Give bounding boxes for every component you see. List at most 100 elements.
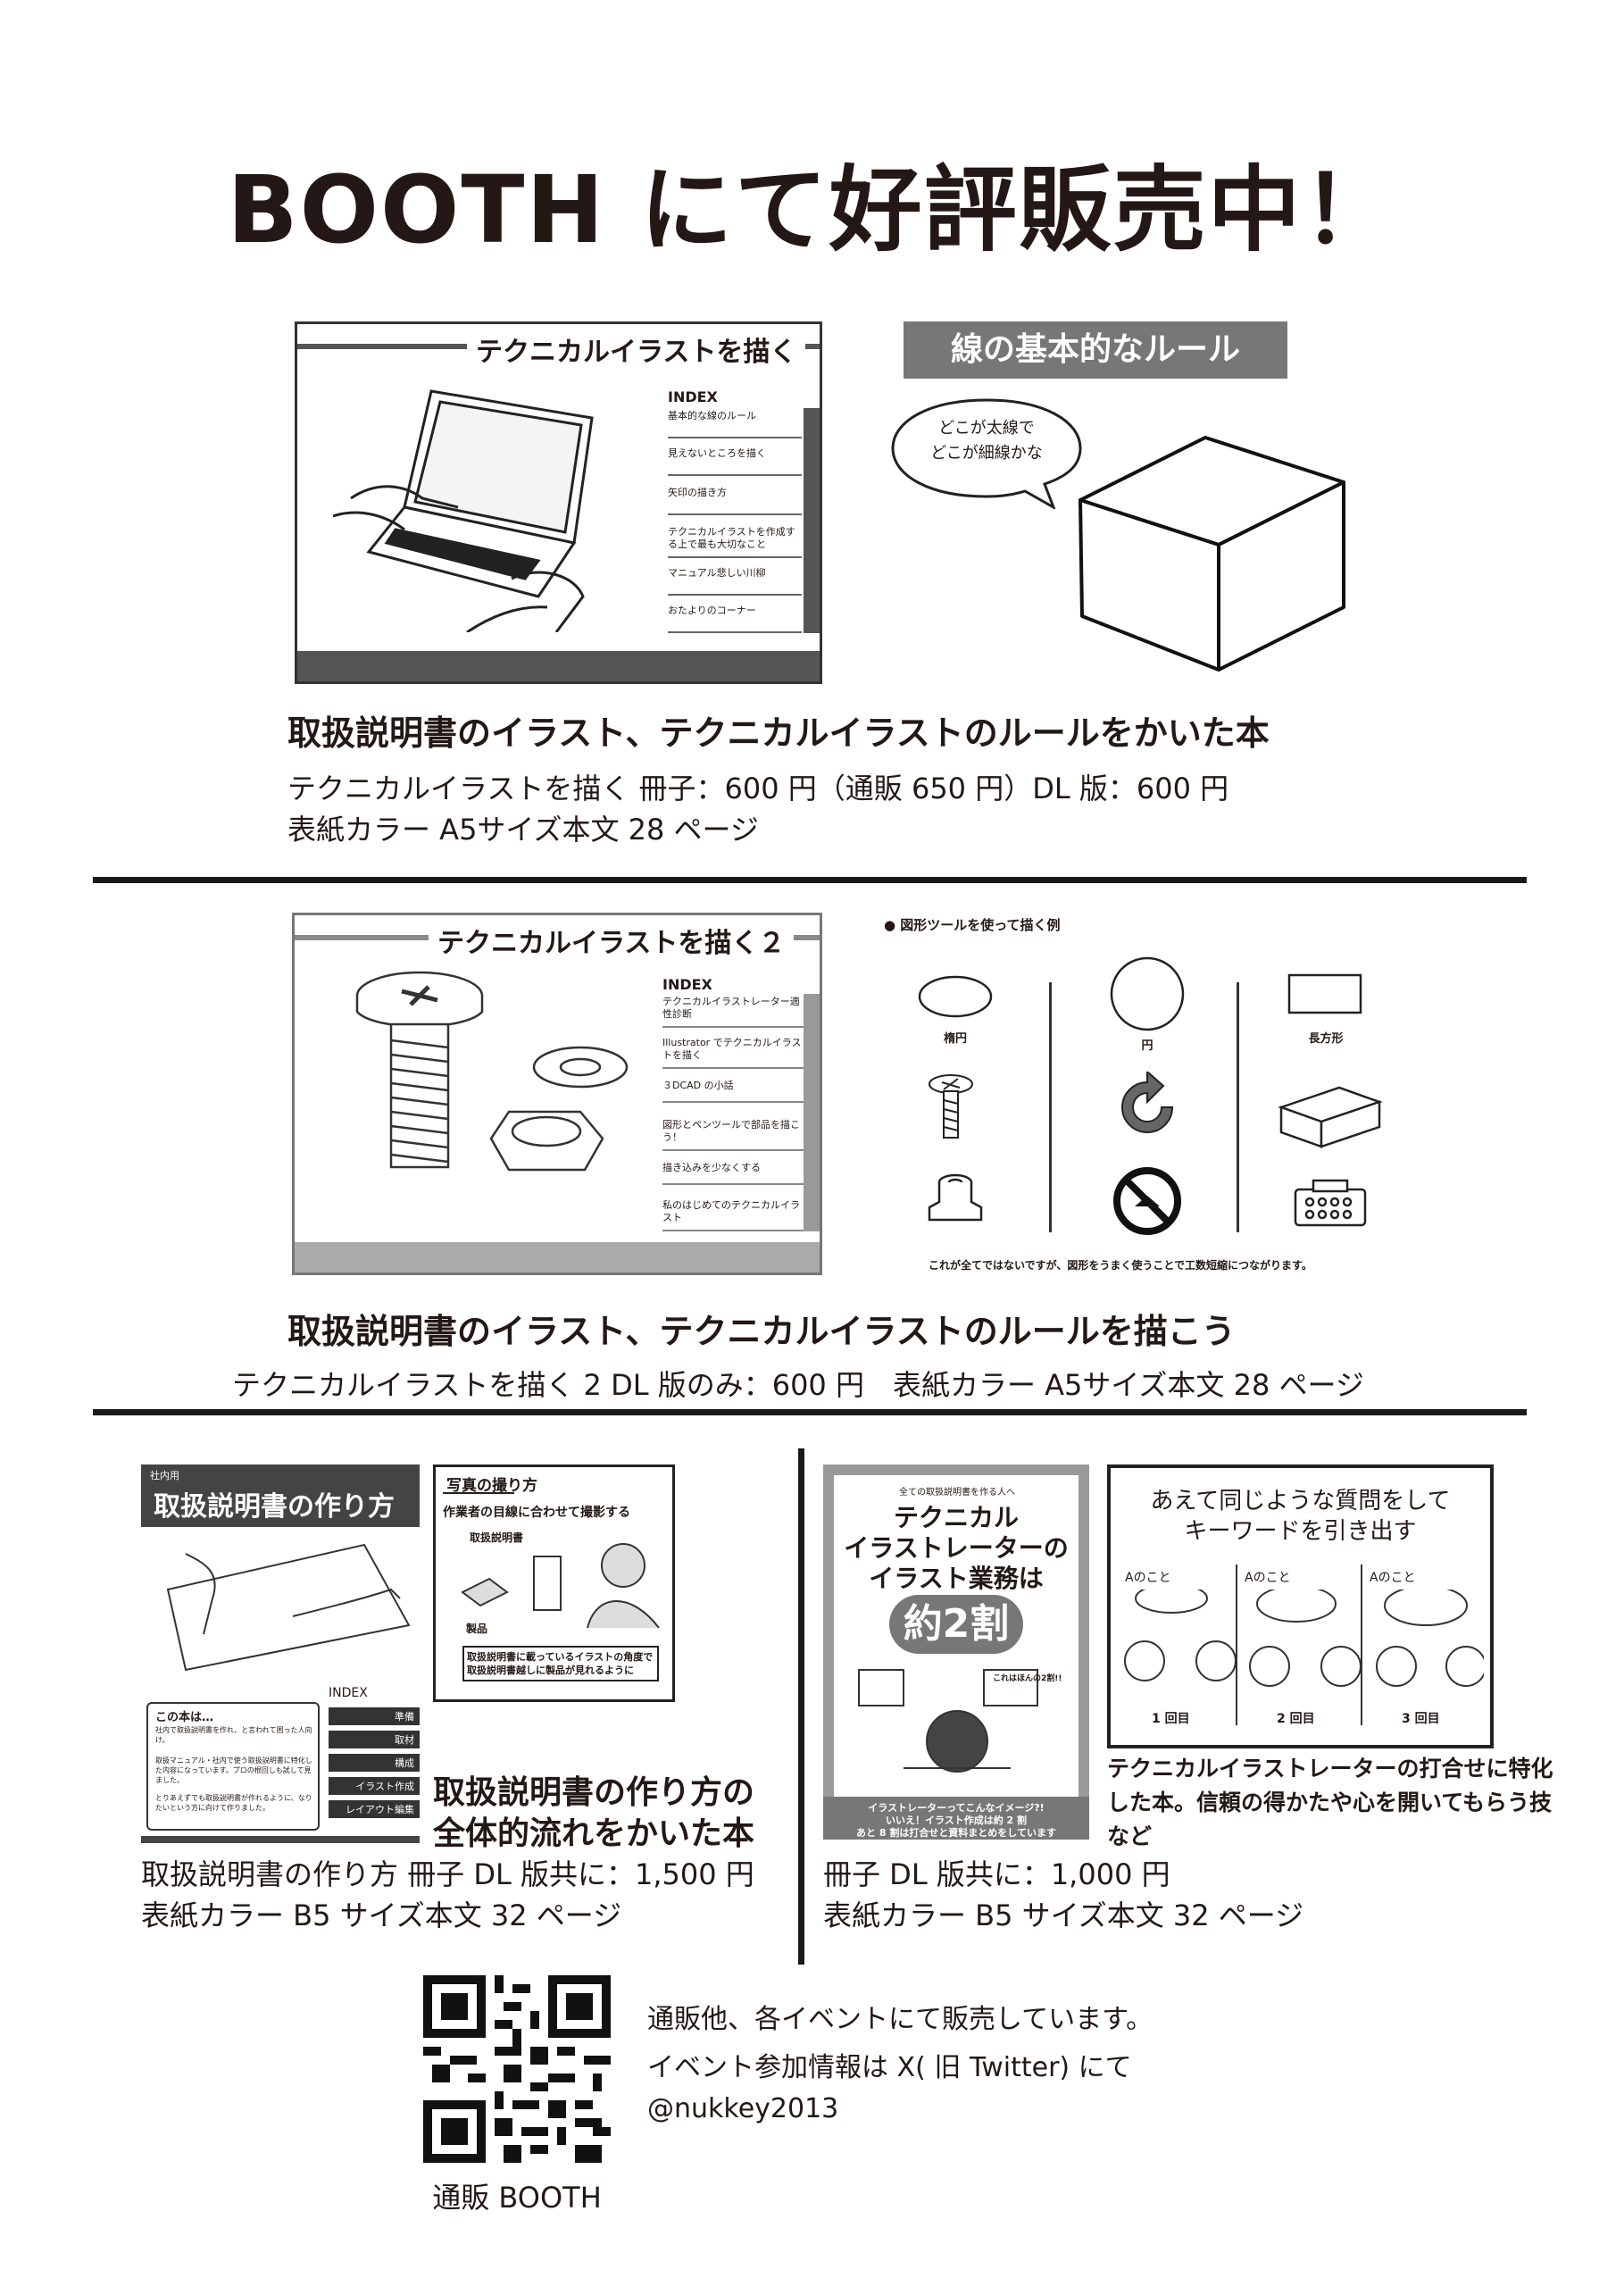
book3-index-item: イラスト作成	[329, 1777, 420, 1795]
book1-heading: 取扱説明書のイラスト、テクニカルイラストのルールをかいた本	[287, 713, 1270, 753]
book2-index-item: テクニカルイラストレーター適性診断	[662, 996, 805, 1028]
book1-index-item: 見えないところを描く	[668, 447, 802, 476]
book4-cover-title: テクニカル	[893, 1503, 1019, 1532]
book3-photo-page: 写真の撮り方 作業者の目線に合わせて撮影する 取扱説明書 製品 取扱説明書に載っ…	[433, 1464, 675, 1702]
shape-label-circle: 円	[1141, 1039, 1153, 1053]
book2-index-item: Illustrator でテクニカルイラストを描く	[662, 1037, 805, 1069]
manga-title-line2: キーワードを引き出す	[1184, 1518, 1417, 1545]
writing-hands-illustration	[166, 1543, 411, 1672]
book3-cover: 社内用 取扱説明書の作り方 INDEX 準備 取材 構成 イラスト作成 レイアウ…	[141, 1464, 420, 1843]
book3-index-item: 取材	[329, 1731, 420, 1748]
manga-speech: Aのこと	[1125, 1571, 1171, 1585]
photo-label-product: 製品	[466, 1623, 488, 1635]
small-screw-icon	[929, 1074, 973, 1139]
manga-panel-label: 3 回目	[1402, 1712, 1440, 1726]
book3-tag: 社内用	[150, 1470, 179, 1481]
book4-desc-line1: 冊子 DL 版共に：1,000 円	[823, 1857, 1170, 1891]
book4-cover-footer: いいえ！イラスト作成は約 2 割	[885, 1815, 1028, 1826]
book4-heading: テクニカルイラストレーターの打合せに特化した本。信頼の得かたや心を開いてもらう技…	[1107, 1756, 1553, 1849]
shape-label-rectangle: 長方形	[1308, 1032, 1344, 1046]
photo-label-manual: 取扱説明書	[470, 1531, 524, 1544]
manga-panel-label: 1 回目	[1152, 1712, 1190, 1726]
circle-shape	[1110, 956, 1185, 1031]
shapes-title: ● 図形ツールを使って描く例	[884, 917, 1061, 933]
ellipse-shape	[918, 975, 993, 1018]
book2-index-item: 描き込みを少なくする	[662, 1162, 805, 1185]
manga-figures	[1124, 1590, 1484, 1687]
book4-desc-line2: 表紙カラー B5 サイズ本文 32 ページ	[823, 1898, 1304, 1932]
book4-cover: 全ての取扱説明書を作る人へ テクニカル イラストレーターの イラスト業務は 約2…	[823, 1464, 1089, 1840]
manga-speech: Aのこと	[1370, 1571, 1416, 1585]
box-shape	[1278, 1086, 1383, 1148]
book4-cover-bubble: これはほんの2割!!	[993, 1674, 1062, 1683]
connector-icon	[1294, 1179, 1367, 1227]
footer-line1: 通販他、各イベントにて販売しています。	[647, 2004, 1153, 2035]
cube-illustration	[1079, 436, 1345, 672]
book1-index-item: マニュアル悲しい川柳	[668, 567, 802, 596]
book2-index-item: 図形とペンツールで部品を描こう！	[662, 1119, 805, 1151]
book1-index-item: おたよりのコーナー	[668, 605, 802, 633]
book4-cover-footer: イラストレーターってこんなイメージ?!	[868, 1802, 1045, 1814]
book3-index-item: 構成	[329, 1754, 420, 1772]
book3-index-item: 準備	[329, 1707, 420, 1725]
book1-cover-title: テクニカルイラストを描く	[467, 330, 806, 369]
screw-nut-illustration	[355, 971, 629, 1172]
book1-index-title: INDEX	[668, 388, 718, 405]
book2-index-item: ３DCAD の小話	[662, 1080, 805, 1103]
book3-box-line: 社内で取扱説明書を作れ、と言われて困った人向け。	[155, 1726, 312, 1744]
footer-line3[interactable]: @nukkey2013	[647, 2093, 839, 2124]
book4-manga-page: あえて同じような質問をして キーワードを引き出す Aのこと Aのこと Aのこと …	[1107, 1464, 1494, 1748]
book2-cover: テクニカルイラストを描く２ INDEX テクニカルイラストレーター適性診断 Il…	[292, 913, 822, 1275]
manga-panel-label: 2 回目	[1277, 1712, 1315, 1726]
prohibition-icon	[1113, 1167, 1181, 1235]
rectangle-shape	[1287, 973, 1362, 1014]
bushing-icon	[928, 1173, 983, 1222]
book4-cover-footer: あと 8 割は打合せと資料まとめをしています	[856, 1827, 1056, 1839]
book2-cover-title: テクニカルイラストを描く２	[429, 921, 795, 960]
book1-desc-line1: テクニカルイラストを描く 冊子：600 円（通販 650 円）DL 版：600 …	[287, 772, 1229, 805]
section-divider	[93, 877, 1527, 883]
desk-illustration	[858, 1669, 1038, 1773]
book1-index-item: テクニカルイラストを作成する上で最も大切なこと	[668, 526, 802, 558]
book3-desc-line1: 取扱説明書の作り方 冊子 DL 版共に：1,500 円	[141, 1857, 754, 1891]
bubble-line1: どこが太線で	[938, 419, 1035, 438]
shape-label-ellipse: 楕円	[943, 1032, 967, 1046]
page-title: BOOTH にて好評販売中！	[227, 155, 1397, 264]
book3-heading-line2: 全体的流れをかいた本	[433, 1815, 755, 1852]
book2-index-title: INDEX	[662, 976, 712, 993]
book1-desc-line2: 表紙カラー A5サイズ本文 28 ページ	[287, 813, 759, 847]
book3-cover-title: 取扱説明書の作り方	[154, 1491, 395, 1523]
laptop-illustration	[333, 389, 594, 632]
book4-cover-title: イラストレーターの	[844, 1533, 1069, 1563]
speech-bubble	[891, 398, 1082, 509]
book1-index-item: 矢印の描き方	[668, 487, 802, 515]
bubble-line2: どこが細線かな	[930, 444, 1043, 463]
booth-qr-code[interactable]	[423, 1975, 611, 2163]
book1-rule-label: 線の基本的なルール	[904, 321, 1287, 379]
photo-subtitle: 作業者の目線に合わせて撮影する	[443, 1506, 630, 1520]
qr-label: 通販 BOOTH	[432, 2181, 602, 2215]
book3-heading-line1: 取扱説明書の作り方の	[433, 1774, 755, 1811]
footer-line2: イベント参加情報は X( 旧 Twitter) にて	[647, 2052, 1132, 2083]
book3-box-title: この本は…	[155, 1711, 214, 1724]
book2-desc: テクニカルイラストを描く 2 DL 版のみ：600 円 表紙カラー A5サイズ本…	[232, 1368, 1364, 1402]
photo-note: 取扱説明書に載っているイラストの角度で取扱説明書越しに製品が見れるように	[462, 1646, 659, 1681]
book3-index-item: レイアウト編集	[329, 1800, 420, 1818]
manga-speech: Aのこと	[1245, 1571, 1291, 1585]
photo-title: 写真の撮り方	[446, 1477, 537, 1495]
book1-cover: テクニカルイラストを描く INDEX 基本的な線のルール 見えないところを描く …	[295, 321, 822, 684]
book4-cover-badge: 約2割	[889, 1595, 1023, 1654]
book3-desc-line2: 表紙カラー B5 サイズ本文 32 ページ	[141, 1898, 622, 1932]
book3-box-line: とりあえずでも取扱説明書が作れるように、なりたいという方に向けて作りました。	[155, 1794, 312, 1812]
book3-index-title: INDEX	[329, 1686, 368, 1700]
column-divider	[798, 1448, 804, 1965]
book1-index-item: 基本的な線のルール	[668, 410, 802, 438]
photographer-illustration	[461, 1543, 660, 1628]
book2-index-item: 私のはじめてのテクニカルイラスト	[662, 1199, 805, 1231]
book4-cover-small: 全ての取扱説明書を作る人へ	[899, 1488, 1015, 1498]
book2-heading: 取扱説明書のイラスト、テクニカルイラストのルールを描こう	[287, 1312, 1236, 1351]
book4-cover-title: イラスト業務は	[869, 1564, 1044, 1593]
shapes-note: これが全てではないですが、図形をうまく使うことで工数短縮につながります。	[929, 1259, 1312, 1272]
rotate-arrow-icon	[1121, 1072, 1174, 1133]
section-divider	[93, 1409, 1527, 1415]
